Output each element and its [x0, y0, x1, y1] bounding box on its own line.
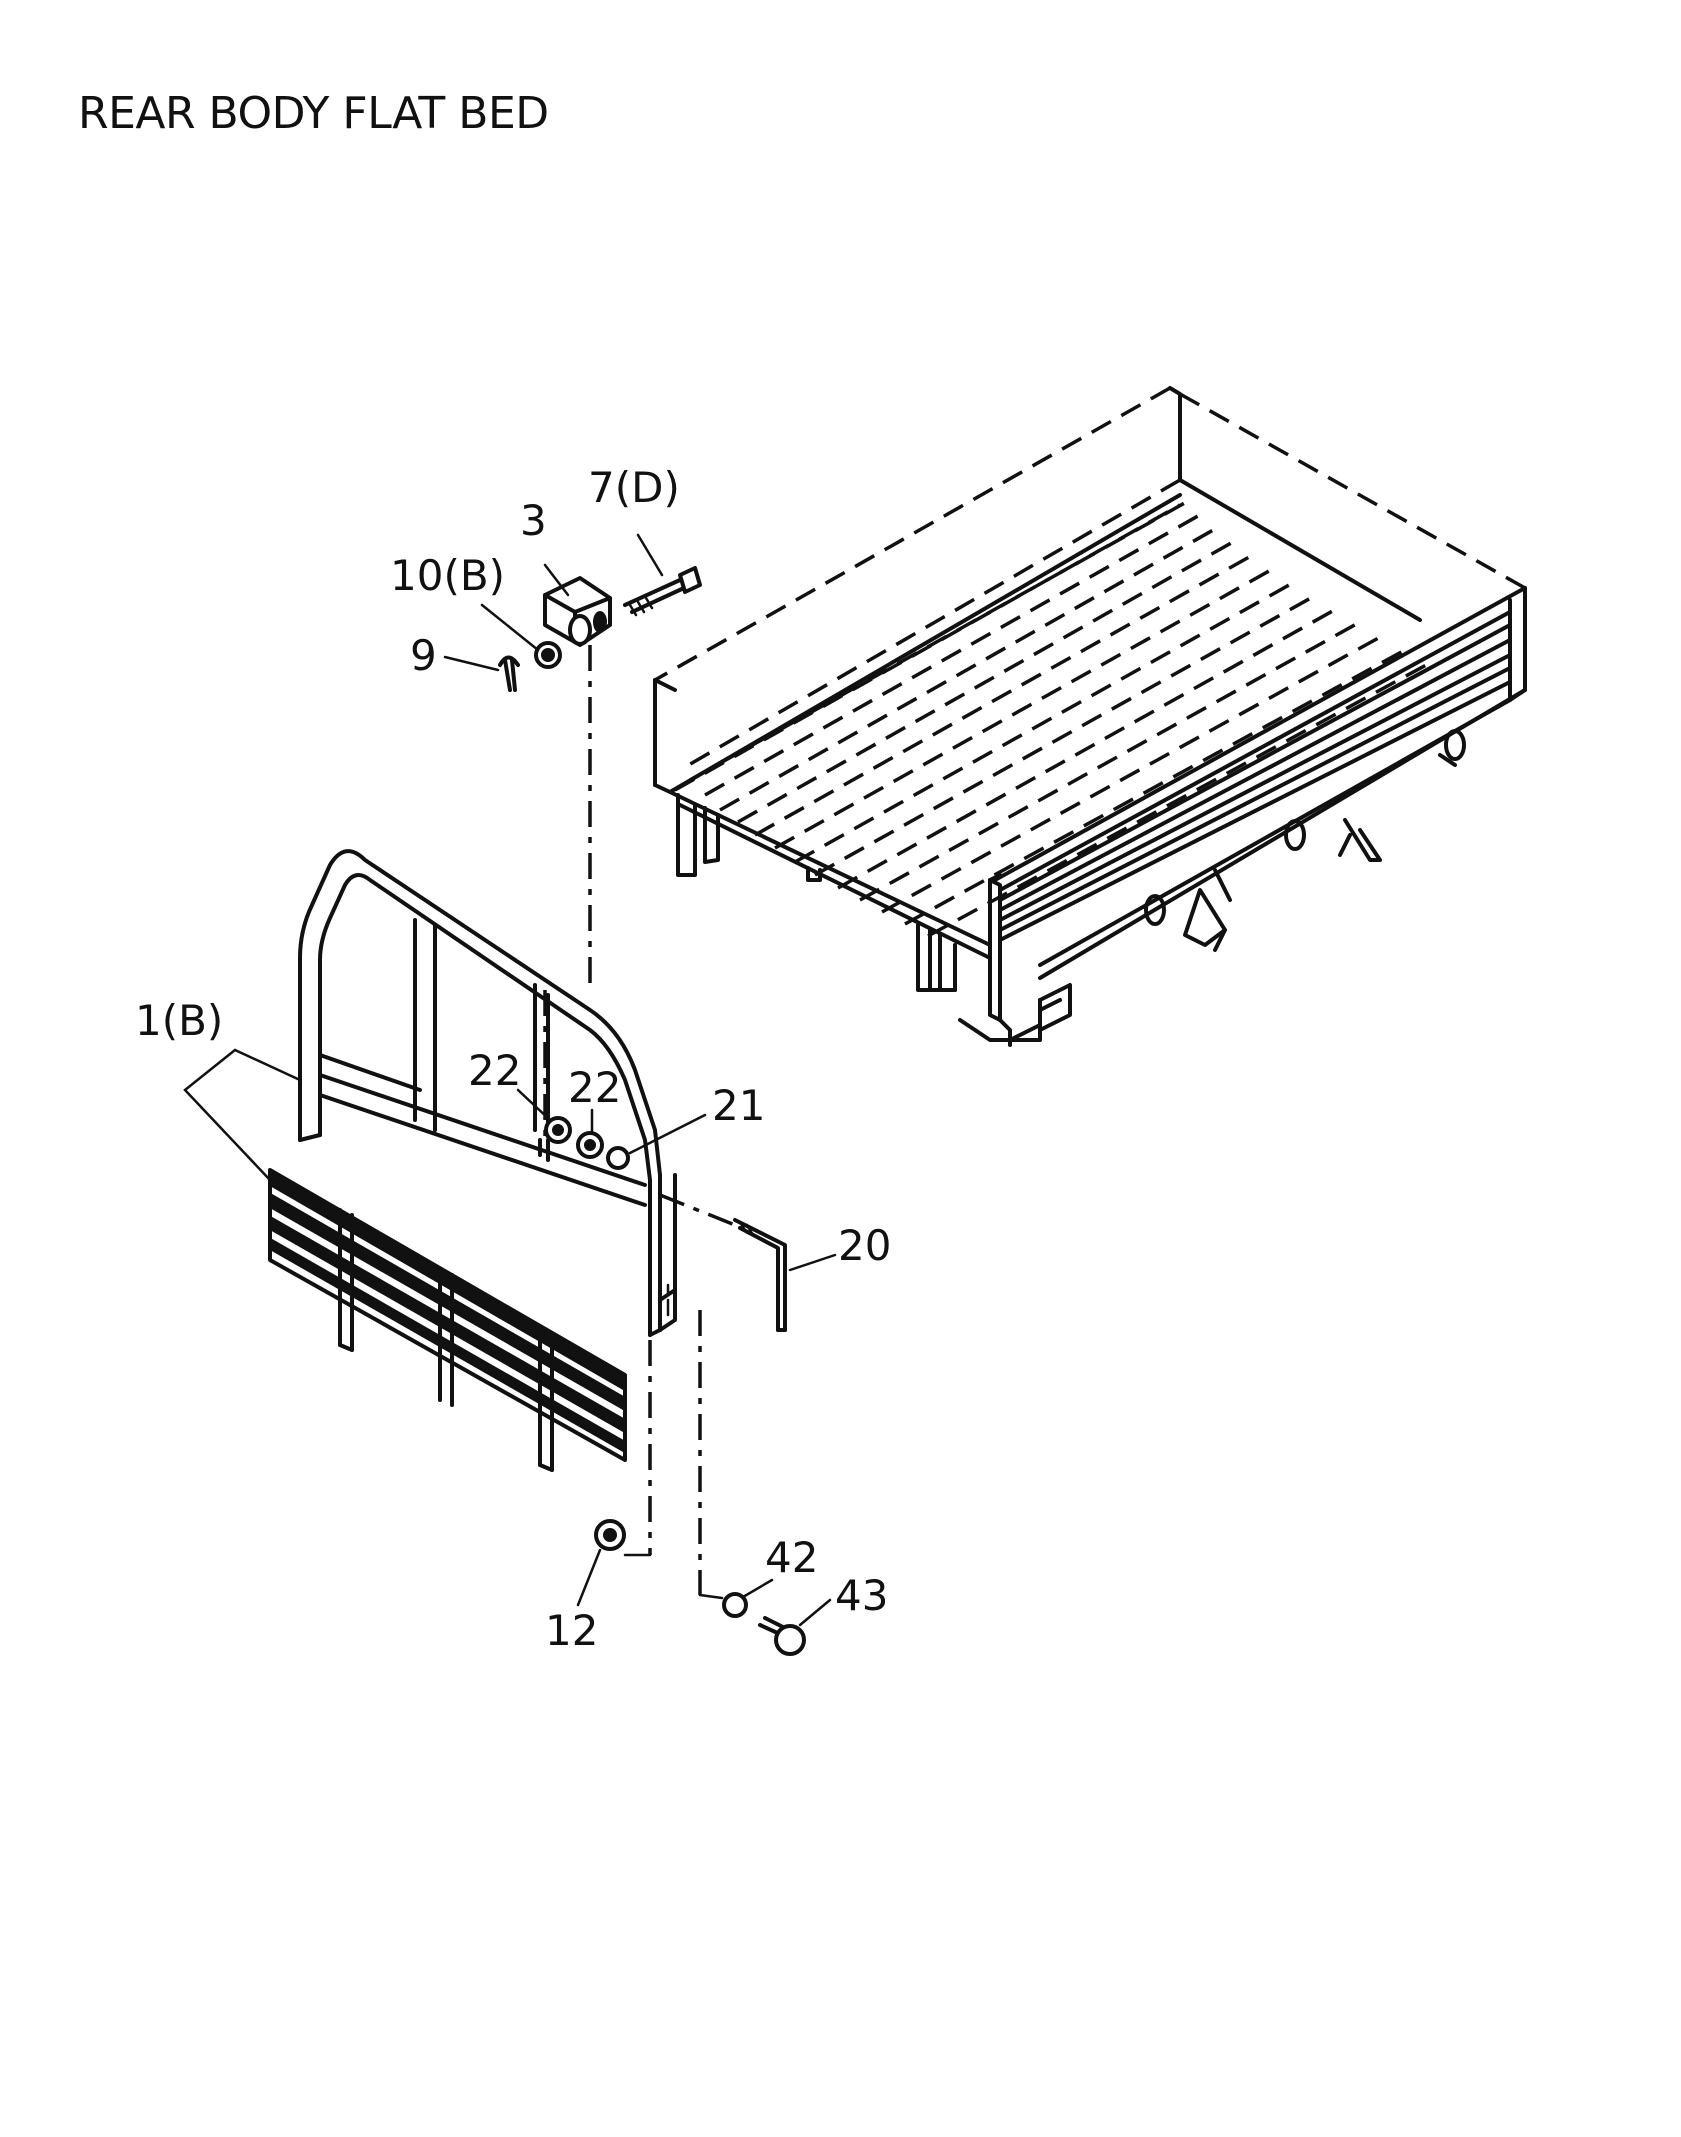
- bed-right-end-post: [1508, 586, 1527, 702]
- hinge-block: [543, 576, 612, 647]
- leader-lines: [183, 533, 837, 1627]
- headboard-frame: [298, 849, 677, 1337]
- flat-bed-body: [653, 386, 1527, 1047]
- washer-21: [606, 1146, 630, 1170]
- headboard-grille: [268, 1168, 627, 1472]
- callout-9: 9: [410, 631, 437, 680]
- washer-42: [722, 1592, 748, 1618]
- bed-rear-corner: [1168, 386, 1182, 482]
- callout-43: 43: [835, 1571, 888, 1620]
- callout-12: 12: [545, 1606, 598, 1655]
- cotter-pin-9: [498, 655, 520, 692]
- callout-22-lower: 22: [568, 1063, 621, 1112]
- callout-3: 3: [520, 496, 547, 545]
- bolt-43: [758, 1616, 806, 1656]
- callout-21: 21: [712, 1081, 765, 1130]
- bed-right-rail-dashed: [1179, 392, 1526, 590]
- bed-back-rail-dashed: [654, 386, 1171, 682]
- callout-42: 42: [765, 1533, 818, 1582]
- callout-7d: 7(D): [588, 463, 680, 512]
- callout-labels: 7(D) 3 10(B) 9 1(B) 22 22 21 20 12 42 43: [135, 463, 891, 1655]
- bolt-7: [623, 566, 702, 617]
- callout-20: 20: [838, 1221, 891, 1270]
- callout-10b: 10(B): [390, 551, 505, 600]
- l-pin-20: [733, 1218, 787, 1332]
- callout-22-upper: 22: [468, 1046, 521, 1095]
- page-title: REAR BODY FLAT BED: [78, 88, 549, 139]
- callout-1b: 1(B): [135, 996, 223, 1045]
